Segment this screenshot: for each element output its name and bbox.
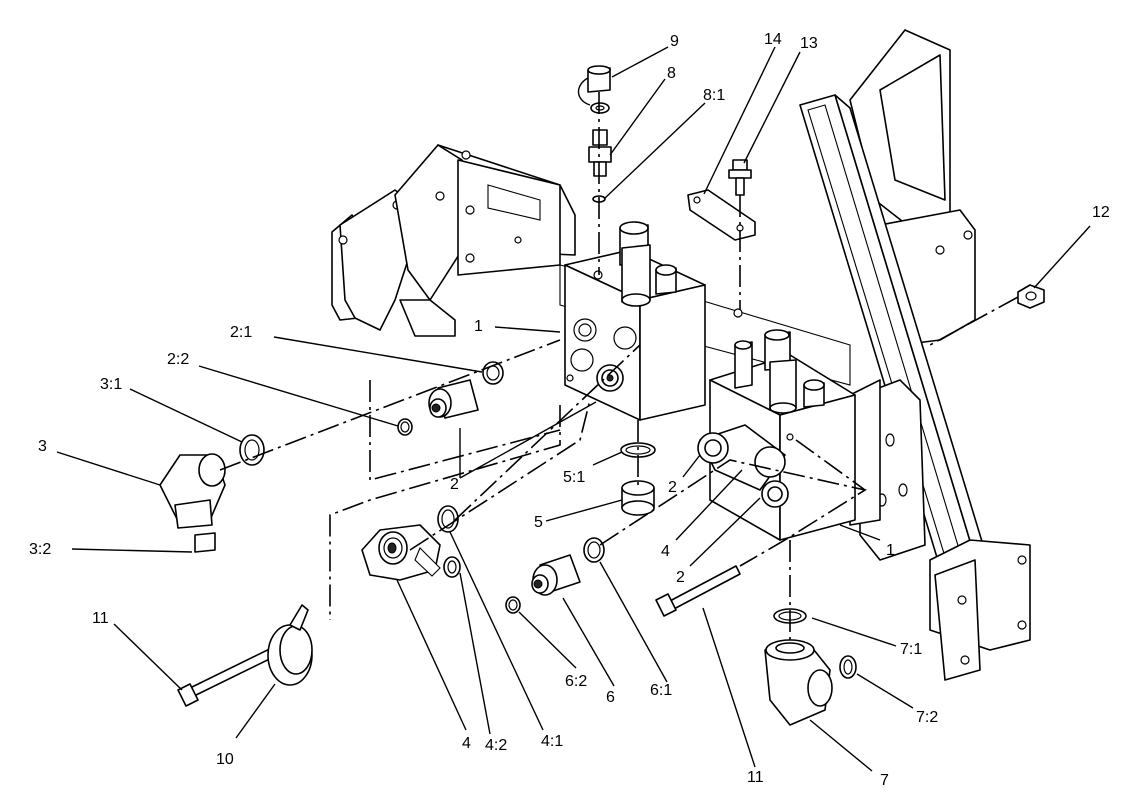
callout-1-lower: 1 <box>886 542 895 559</box>
valve-block-lower <box>697 308 856 541</box>
bolt-11-right <box>655 565 741 617</box>
callout-14: 14 <box>764 31 782 48</box>
callout-8-1: 8:1 <box>703 87 725 104</box>
callout-8: 8 <box>667 65 676 82</box>
assembly-centerlines <box>219 92 1019 640</box>
callout-5-1: 5:1 <box>563 469 585 486</box>
callout-3-2: 3:2 <box>29 541 51 558</box>
callout-2-1: 2:1 <box>230 324 252 341</box>
callout-4-upper: 4 <box>661 543 670 560</box>
fitting-2-upper <box>397 361 504 436</box>
callout-2-upper-right: 2 <box>668 479 677 496</box>
callout-2-2: 2:2 <box>167 351 189 368</box>
callout-6: 6 <box>606 689 615 706</box>
callout-11-right: 11 <box>747 769 764 786</box>
callout-2-lower: 2 <box>676 569 685 586</box>
callout-6-2: 6:2 <box>565 673 587 690</box>
callout-13: 13 <box>800 35 818 52</box>
callout-1-upper: 1 <box>474 318 483 335</box>
callout-3: 3 <box>38 438 47 455</box>
plug-5 <box>620 442 656 516</box>
callout-4-lower: 4 <box>462 735 471 752</box>
callout-6-1: 6:1 <box>650 682 672 699</box>
callout-labels: 9 8 8:1 14 13 12 2:1 1 2:2 3:1 3 2 2 5:1… <box>29 31 1110 789</box>
callout-10: 10 <box>216 751 234 768</box>
callout-leader-lines <box>56 46 1091 772</box>
callout-3-1: 3:1 <box>100 376 122 393</box>
callout-7: 7 <box>880 772 889 789</box>
elbow-fitting-7 <box>764 608 857 726</box>
right-frame-assembly <box>799 29 1031 681</box>
fitting-6 <box>505 537 605 614</box>
valve-block-upper <box>564 221 706 421</box>
callout-5: 5 <box>534 514 543 531</box>
callout-7-2: 7:2 <box>916 709 938 726</box>
callout-11-left: 11 <box>92 610 109 627</box>
bracket-14-and-bolt-13 <box>687 159 756 241</box>
callout-12: 12 <box>1092 204 1110 221</box>
callout-9: 9 <box>670 33 679 50</box>
fitting-8-and-plug-9 <box>577 65 612 203</box>
clamp-10 <box>267 604 313 686</box>
callout-2-upper-left: 2 <box>450 476 459 493</box>
callout-4-1: 4:1 <box>541 733 563 750</box>
nut-12 <box>1017 284 1045 309</box>
callout-4-2: 4:2 <box>485 737 507 754</box>
elbow-fitting-3 <box>159 434 265 553</box>
callout-7-1: 7:1 <box>900 641 922 658</box>
elbow-fitting-4 <box>361 505 461 581</box>
